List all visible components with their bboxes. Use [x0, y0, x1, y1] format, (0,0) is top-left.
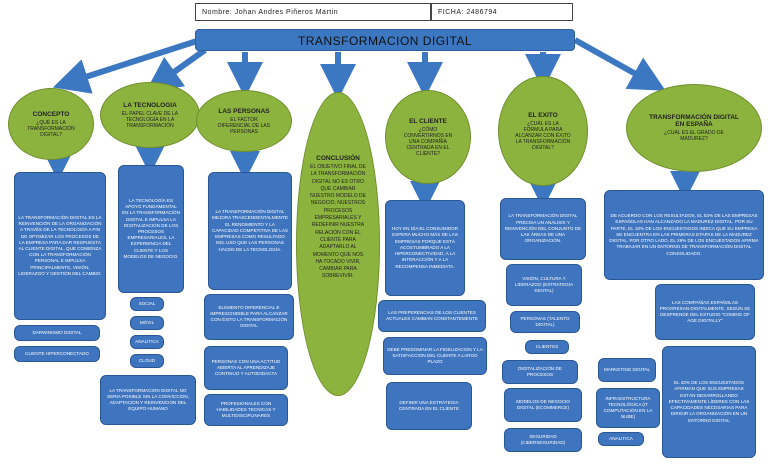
tecnologia-heading: LA TECNOLOGIA: [123, 101, 177, 109]
cliente-text-box: HOY EN DÍA EL CONSUMIDOR ESPERA MUCHO MÁ…: [385, 200, 465, 296]
exito-oval: EL EXITO ¿CUÁL ES LA FÓRMULA PARA ALCANZ…: [498, 76, 588, 186]
conclusion-heading: CONCLUSIÓN: [316, 155, 360, 162]
tecnologia-item-3: CLOUD: [130, 354, 164, 368]
espana-item-0: LAS COMPAÑÍAS ESPAÑOLAS PROGRESAN DIGITA…: [655, 284, 755, 340]
concepto-heading: CONCEPTO: [32, 110, 70, 118]
exito-text-box: LA TRANSFORMACIÓN DIGITAL PRECISA UN ANÁ…: [500, 198, 586, 260]
personas-text-box: LA TRANSFORMACIÓN DIGITAL MEJORA TRASCEN…: [208, 172, 292, 290]
exito-heading: EL EXITO: [528, 111, 558, 119]
tecnologia-oval: LA TECNOLOGIA EL PAPEL CLAVE DE LA TECNO…: [100, 82, 200, 148]
cliente-item-1: DEBE PREDOMINAR LA FIDELIZACION Y LA SAT…: [383, 337, 487, 375]
arrow-espana: [573, 37, 666, 91]
personas-heading: LAS PERSONAS: [218, 107, 270, 115]
concepto-oval: CONCEPTO ¿QUÉ ES LA TRANSFORMACIÓN DIGIT…: [8, 88, 94, 160]
personas-oval: LAS PERSONAS EL FACTOR DIFERENCIAL DE LA…: [196, 90, 292, 152]
concepto-text-box: LA TRANSFORMACIÓN DIGITAL ES LA REINVENC…: [14, 172, 106, 320]
concepto-question: ¿QUÉ ES LA TRANSFORMACIÓN DIGITAL?: [27, 119, 75, 138]
tecnologia-note-box: LA TRANSFORMACION DIGITAL NO SERIA POSIB…: [100, 375, 196, 425]
concepto-item-0: DARWINISMO DIGITAL: [14, 325, 100, 341]
cliente-question: ¿CÓMO CONVERTIRNOS EN UNA COMPAÑÍA CENTR…: [403, 126, 453, 157]
exito-item-5: SEGURIDAD (CIBERSEGURIDAD): [504, 428, 582, 452]
tecnologia-item-0: SOCIAL: [130, 297, 164, 311]
personas-question: EL FACTOR DIFERENCIAL DE LAS PERSONAS: [217, 116, 271, 135]
espana-item-1: EL 43% DE LOS ENCUESTADOS AFIRMAN QUE SU…: [662, 346, 756, 458]
exito-side-2: ANALITICA: [598, 432, 644, 446]
exito-side-1: INFRAESTRUCTURA TECNOLÓGICA (IT COMPUTAC…: [596, 388, 660, 428]
exito-question: ¿CUÁL ES LA FÓRMULA PARA ALCANZAR CON ÉX…: [515, 120, 571, 151]
concepto-item-1: CLIENTE HIPERCONECTADO: [14, 346, 100, 362]
tecnologia-item-1: MÓVIL: [130, 316, 164, 330]
cliente-oval: EL CLIENTE ¿CÓMO CONVERTIRNOS EN UNA COM…: [385, 90, 471, 184]
personas-item-2: PROFESIONALES CON HABILIDADES TECNICAS Y…: [204, 394, 288, 426]
cliente-heading: EL CLIENTE: [409, 117, 447, 125]
cliente-item-0: LAS PREFERENCIAS DE LOS CLIENTES ACTUALE…: [378, 300, 486, 332]
cliente-item-2: DEFINIR UNA ESTRATEGIA CENTRADA EN EL CL…: [386, 382, 472, 430]
conclusion-oval: CONCLUSIÓN EL OBJETIVO FINAL DE LA TRANS…: [296, 92, 380, 396]
personas-item-0: ELEMENTO DIFERENCIAL E IMPRESCINDIBLE PA…: [204, 294, 294, 340]
exito-item-0: VISIÓN, CULTURA Y LIDERAZGO (ESTRATEGIA …: [506, 264, 582, 306]
tecnologia-question: EL PAPEL CLAVE DE LA TECNOLOGÍA EN LA TR…: [121, 110, 179, 129]
espana-heading: TRANSFORMACIÓN DIGITAL EN ESPAÑA: [649, 114, 739, 128]
tecnologia-item-2: ANALITICA: [130, 335, 164, 349]
exito-item-4: MODELOS DE NEGOCIO DIGITAL (ECOMMERCE): [504, 388, 582, 422]
main-title: TRANSFORMACION DIGITAL: [195, 29, 575, 51]
conclusion-text: EL OBJETIVO FINAL DE LA TRANSFORMACIÓN D…: [310, 164, 366, 280]
arrow-concepto: [52, 37, 201, 94]
ficha-field: FICHA: 2486794: [431, 3, 573, 21]
exito-side-0: MARKETING DIGITAL: [598, 358, 656, 382]
espana-question: ¿CUÁL ES EL GRADO DE MADUREZ?: [664, 130, 724, 142]
espana-oval: TRANSFORMACIÓN DIGITAL EN ESPAÑA ¿CUÁL E…: [626, 84, 762, 172]
espana-text-box: DE ACUERDO CON LOS RESULTADOS, EL 53% DE…: [604, 190, 764, 280]
exito-item-1: PERSONAS (TALENTO DIGITAL): [510, 311, 580, 333]
exito-item-2: CLIENTES: [525, 340, 569, 354]
personas-item-1: PERSONAS CON UNA ACTITUD ABIERTA AL APRE…: [204, 346, 288, 390]
arrow-tecnologia: [145, 47, 207, 93]
tecnologia-text-box: LA TECNOLOGÍA ES APOYO FUNDAMENTAL EN LA…: [118, 165, 184, 293]
exito-item-3: DIGITALIZACIÓN DE PROCESOS: [502, 360, 578, 384]
student-name-field: Nombre: Johan Andres Piñeros Martin: [195, 3, 431, 21]
